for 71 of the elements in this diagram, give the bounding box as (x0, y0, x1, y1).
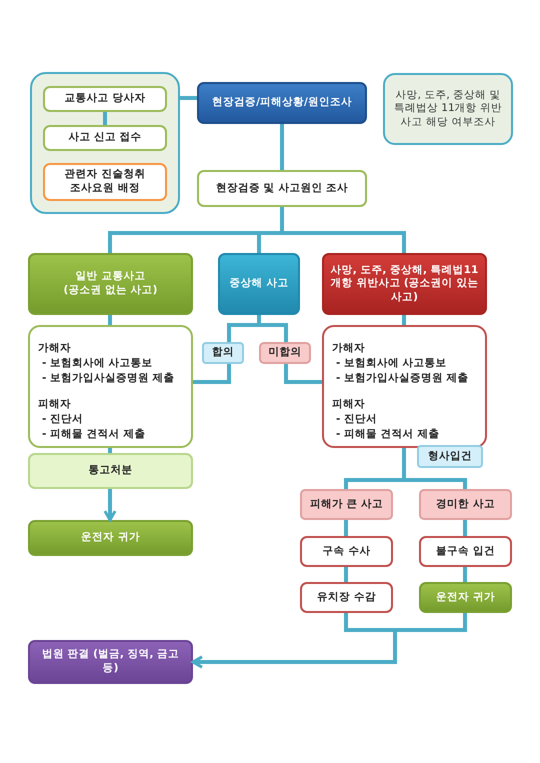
node-text: 사고 신고 접수 (68, 131, 142, 145)
node-text: 현장검증/피해상황/원인조사 (212, 96, 352, 110)
arrow (192, 613, 467, 669)
connector-line (344, 567, 348, 582)
connector-line (344, 520, 348, 536)
connector-line (103, 112, 107, 125)
node-text: 피해가 큰 사고 (310, 498, 384, 512)
node-text: 현장검증 및 사고원인 조사 (216, 182, 348, 196)
process-box (28, 253, 193, 315)
tag-box (417, 445, 483, 468)
node-text: 통고처분 (88, 464, 132, 478)
node-text: 피해자 (38, 396, 71, 412)
node-text: 교통사고 당사자 (64, 92, 146, 106)
node-text: 운전자 귀가 (81, 531, 140, 545)
connector-line (280, 124, 284, 170)
arrow (103, 489, 117, 522)
process-box (419, 582, 512, 613)
tag-box (202, 342, 244, 364)
note-box (383, 73, 513, 145)
node-text: 형사입건 (428, 450, 472, 464)
node-text: 사망, 도주, 중상해 및 특례법상 11개항 위반 사고 해당 여부조사 (392, 88, 504, 130)
node-text: 법원 판결 (벌금, 징역, 금고 등) (40, 648, 180, 676)
info-box (322, 325, 487, 448)
node-text: 가해자 (332, 341, 365, 356)
node-text: - 진단서 (41, 412, 84, 427)
connector-line (463, 567, 467, 582)
node-text: - 피해물 견적서 제출 (41, 427, 146, 442)
process-box (197, 82, 367, 124)
node-text: 경미한 사고 (436, 498, 495, 512)
connector-line (193, 364, 231, 384)
node-text: - 보험가입사실증명원 제출 (335, 371, 469, 386)
process-box (28, 520, 193, 556)
process-box (300, 489, 393, 520)
process-box (43, 163, 167, 201)
connector-line (402, 315, 406, 325)
connector-line (463, 520, 467, 536)
node-text: 사망, 도주, 중상해, 특례법11 개항 위반사고 (공소권이 있는 사고) (330, 264, 480, 304)
process-box (197, 170, 367, 207)
node-text: - 피해물 견적서 제출 (335, 427, 440, 442)
process-box (419, 536, 512, 567)
node-text: 유치장 수감 (317, 590, 376, 604)
connector-line (108, 315, 112, 325)
process-box (322, 253, 487, 315)
node-text: 미합의 (268, 346, 302, 360)
process-box (43, 86, 167, 112)
process-box (300, 536, 393, 567)
node-text: 피해자 (332, 396, 365, 412)
process-box (419, 489, 512, 520)
connector-line (284, 364, 322, 384)
process-box (28, 640, 193, 684)
node-text: 중상해 사고 (230, 277, 288, 291)
node-text: - 보험가입사실증명원 제출 (41, 371, 175, 386)
process-box (259, 342, 311, 364)
process-box (43, 125, 167, 151)
node-text: 합의 (212, 346, 234, 360)
node-text: - 진단서 (335, 412, 378, 427)
process-box (218, 253, 300, 315)
process-box (28, 453, 193, 489)
connector-line (180, 96, 197, 100)
box-shape (30, 72, 180, 214)
node-text: - 보험회사에 사고통보 (41, 356, 153, 372)
node-text: 운전자 귀가 (436, 590, 495, 604)
node-text: 구속 수사 (322, 544, 370, 558)
node-text: 일반 교통사고 (공소권 없는 사고) (62, 270, 158, 298)
info-box (28, 325, 193, 448)
node-text: 가해자 (38, 341, 71, 356)
node-text: - 보험회사에 사고통보 (335, 356, 447, 372)
node-text: 불구속 입건 (436, 544, 495, 558)
node-text: 관련자 진술청취 조사요원 배정 (64, 168, 146, 196)
process-box (300, 582, 393, 613)
connector-line (108, 448, 112, 453)
